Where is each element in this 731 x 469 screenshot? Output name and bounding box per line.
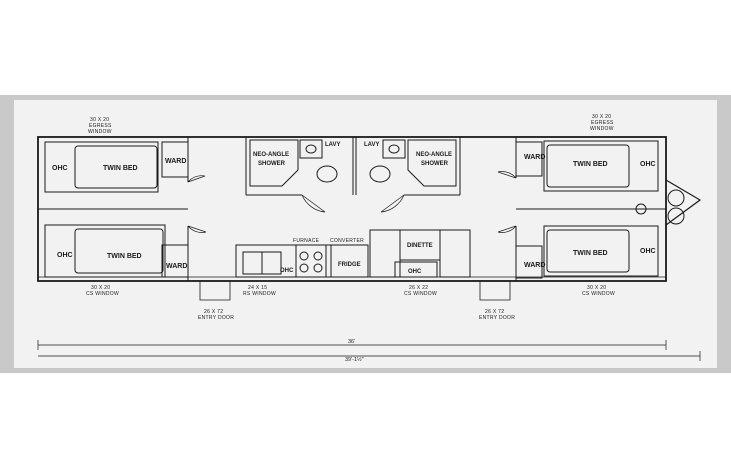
- label-ward-right-top: WARD: [524, 154, 545, 161]
- right-toilet: [369, 165, 391, 183]
- left-top-bed-mattress: [74, 145, 158, 189]
- note-cs-window-size-left: 30 X 20: [91, 285, 110, 291]
- label-twin-bed-left-top: TWIN BED: [103, 165, 138, 172]
- fridge-cabinet: [330, 244, 369, 278]
- note-entry-door-label-left: ENTRY DOOR: [198, 315, 234, 321]
- kitchen-counter: [235, 244, 369, 278]
- note-cs-window-label-right: CS WINDOW: [582, 291, 615, 297]
- note-cs-window-size-mid: 26 X 22: [409, 285, 428, 291]
- right-bottom-bed-frame: [543, 225, 659, 277]
- dimension-inner-length: 36': [348, 339, 355, 345]
- note-egress-label-right: EGRESS: [591, 120, 614, 126]
- right-bottom-door-swing: [497, 225, 517, 233]
- label-ward-left-top: WARD: [165, 158, 186, 165]
- dimension-overall-length: 39'-1½": [345, 356, 364, 363]
- left-bottom-wardrobe: [161, 244, 189, 278]
- left-bottom-door-swing: [187, 225, 207, 233]
- right-bath-door-swing: [380, 194, 405, 213]
- stove-burner: [313, 251, 323, 261]
- left-toilet: [316, 165, 338, 183]
- stove-burner: [313, 263, 323, 273]
- label-ohc-right-top: OHC: [640, 161, 656, 168]
- stove-burner: [299, 251, 309, 261]
- label-ward-left-bottom: WARD: [166, 263, 187, 270]
- left-entry-door: [199, 280, 231, 301]
- label-twin-bed-right-bottom: TWIN BED: [573, 250, 608, 257]
- dinette-ohc: [394, 261, 438, 278]
- right-top-door-swing: [497, 171, 517, 179]
- note-egress-label-left: EGRESS: [89, 123, 112, 129]
- note-entry-door-label-right: ENTRY DOOR: [479, 315, 515, 321]
- note-egress-size-left: 30 X 20: [90, 117, 109, 123]
- dinette-seat-right: [439, 229, 471, 278]
- right-bottom-bed-mattress: [546, 229, 630, 273]
- right-shower: [407, 139, 457, 187]
- right-top-bed-mattress: [546, 144, 630, 188]
- label-twin-bed-left-bottom: TWIN BED: [107, 253, 142, 260]
- label-ohc-left-bottom: OHC: [57, 252, 73, 259]
- note-egress-size-right: 30 X 20: [592, 114, 611, 120]
- label-neo-angle-right: NEO-ANGLE: [416, 152, 452, 158]
- right-entry-door: [479, 280, 511, 301]
- right-top-wardrobe: [515, 141, 543, 177]
- label-ohc-right-bottom: OHC: [640, 248, 656, 255]
- left-bath-door-swing: [301, 194, 326, 213]
- note-cs-window-label-left: CS WINDOW: [86, 291, 119, 297]
- label-ohc-left-top: OHC: [52, 165, 68, 172]
- label-lavy-left: LAVY: [325, 142, 341, 148]
- note-rs-window-size: 24 X 15: [248, 285, 267, 291]
- note-entry-door-size-right: 26 X 72: [485, 309, 504, 315]
- left-top-door-swing: [187, 175, 206, 183]
- spare-tire: [635, 203, 647, 215]
- note-window-label-right: WINDOW: [590, 126, 614, 132]
- right-lavy-sink: [382, 139, 406, 159]
- left-lavy-basin: [305, 144, 317, 154]
- label-twin-bed-right-top: TWIN BED: [573, 161, 608, 168]
- note-window-label-left: WINDOW: [88, 129, 112, 135]
- stove-burner: [299, 263, 309, 273]
- note-cs-window-label-mid: CS WINDOW: [404, 291, 437, 297]
- hitch-tongue: [665, 179, 702, 226]
- left-bottom-bed-frame: [44, 224, 166, 278]
- right-top-bed-frame: [543, 140, 659, 192]
- note-cs-window-size-right: 30 X 20: [587, 285, 606, 291]
- stove: [295, 244, 327, 278]
- right-lavy-basin: [388, 144, 400, 154]
- label-shower-left: SHOWER: [258, 161, 286, 167]
- label-ohc-dinette: OHC: [408, 269, 422, 275]
- right-bottom-wardrobe: [515, 245, 543, 279]
- left-bottom-bed-mattress: [74, 228, 164, 274]
- label-fridge: FRIDGE: [338, 262, 361, 268]
- label-ward-right-bottom: WARD: [524, 262, 545, 269]
- propane-tank: [667, 207, 685, 225]
- label-ohc-kitchen: OHC: [280, 268, 294, 274]
- left-lavy-sink: [299, 139, 323, 159]
- label-converter: CONVERTER: [330, 238, 364, 244]
- note-rs-window-label: RS WINDOW: [243, 291, 276, 297]
- label-furnace: FURNACE: [293, 238, 320, 244]
- left-top-wardrobe: [161, 141, 189, 178]
- note-entry-door-size-left: 26 X 72: [204, 309, 223, 315]
- propane-tank: [667, 189, 685, 207]
- label-dinette: DINETTE: [407, 243, 433, 249]
- left-shower: [249, 139, 299, 187]
- label-shower-right: SHOWER: [421, 161, 449, 167]
- left-top-bed-frame: [44, 141, 159, 193]
- label-neo-angle-left: NEO-ANGLE: [253, 152, 289, 158]
- label-lavy-right: LAVY: [364, 142, 380, 148]
